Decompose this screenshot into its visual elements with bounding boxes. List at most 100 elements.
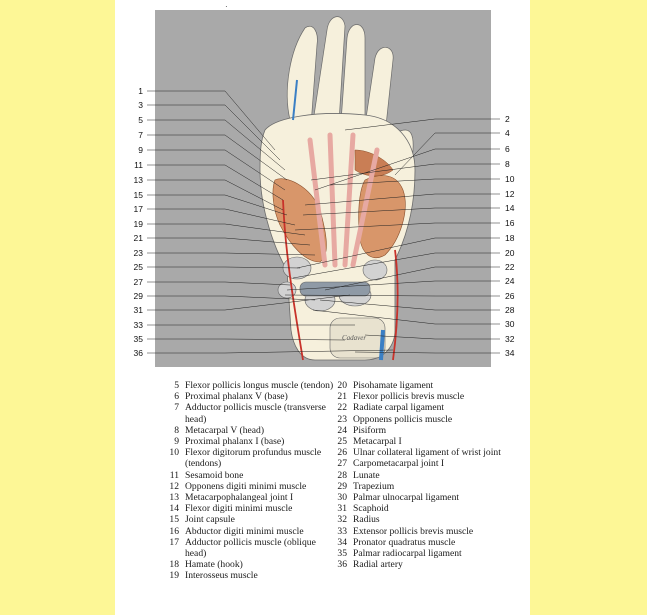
label-6: 6 (505, 144, 510, 154)
label-12: 12 (505, 189, 515, 199)
legend-number: 9 (174, 436, 179, 448)
label-24: 24 (505, 276, 515, 286)
label-20: 20 (505, 248, 515, 258)
label-8: 8 (505, 159, 510, 169)
legend-text: Palmar ulnocarpal ligament (353, 492, 460, 504)
label-13: 13 (134, 175, 144, 185)
legend-number: 20 (337, 380, 347, 391)
top-mark: · (225, 2, 228, 11)
label-11: 11 (134, 160, 143, 170)
hand-anatomy-figure: · (134, 2, 515, 367)
label-36: 36 (134, 348, 144, 358)
legend-text: Metacarpal V (head) (185, 424, 265, 436)
legend-text: Pisiform (353, 424, 387, 436)
legend-number: 33 (337, 525, 347, 537)
legend-text: Metacarpophalangeal joint I (185, 492, 294, 504)
legend-number: 16 (169, 525, 179, 537)
legend-number: 10 (169, 447, 179, 459)
index-finger (364, 47, 394, 136)
tendon-1 (307, 137, 328, 268)
label-27: 27 (134, 277, 144, 287)
label-3: 3 (138, 100, 143, 110)
legend-entry: 16 Abductor digiti minimi muscle (155, 526, 335, 537)
label-32: 32 (505, 334, 515, 344)
legend-text: Flexor pollicis brevis muscle (353, 391, 465, 403)
page: · (115, 0, 530, 615)
legend-number: 27 (337, 458, 347, 470)
legend-number: 25 (337, 436, 347, 448)
legend-text: Hamate (hook) (185, 559, 243, 571)
wrist-inscription: Cadaver (342, 334, 366, 342)
legend-text: Opponens digiti minimi muscle (185, 480, 307, 492)
legend-text: Pisohamate ligament (353, 380, 434, 391)
legend-text: Pronator quadratus muscle (353, 536, 456, 548)
label-7: 7 (138, 130, 143, 140)
legend-number: 30 (337, 492, 347, 504)
legend-entry: 24 Pisiform (323, 425, 523, 436)
legend-number: 22 (337, 402, 347, 414)
label-31: 31 (134, 305, 144, 315)
label-34: 34 (505, 348, 515, 358)
label-19: 19 (134, 219, 144, 229)
legend-text: Adductor pollicis muscle (oblique head) (185, 536, 316, 560)
legend-number: 26 (337, 447, 347, 459)
legend-number: 11 (169, 469, 179, 481)
legend-text: Abductor digiti minimi muscle (185, 525, 304, 537)
legend-entry: 33 Extensor pollicis brevis muscle (323, 526, 523, 537)
left-labels: 1 3 5 7 9 11 13 15 17 19 21 23 25 27 29 … (134, 86, 144, 358)
label-1: 1 (138, 86, 143, 96)
legend-text: Adductor pollicis muscle (transverse hea… (185, 402, 326, 425)
legend-number: 34 (337, 536, 347, 548)
radial-artery (392, 249, 399, 361)
flexor-tendons (307, 132, 380, 268)
tendon-3 (342, 132, 356, 268)
tendon-4 (350, 147, 380, 268)
legend-text: Proximal phalanx V (base) (185, 391, 288, 403)
label-25: 25 (134, 262, 144, 272)
label-21: 21 (134, 233, 144, 243)
legend-text: Radiate carpal ligament (353, 402, 445, 414)
legend-text: Opponens pollicis muscle (353, 413, 453, 425)
legend-text: Lunate (353, 469, 380, 481)
label-4: 4 (505, 128, 510, 138)
legend-number: 19 (169, 570, 179, 582)
legend-number: 28 (337, 469, 347, 481)
legend-text: Flexor digiti minimi muscle (185, 503, 293, 515)
label-33: 33 (134, 320, 144, 330)
thenar-muscles (358, 175, 406, 259)
legend-text: Flexor pollicis longus muscle (tendon) (185, 380, 334, 391)
legend-number: 29 (337, 480, 347, 492)
legend-text: Joint capsule (185, 514, 235, 526)
label-18: 18 (505, 233, 515, 243)
legend-text: Palmar radiocarpal ligament (353, 548, 462, 560)
label-28: 28 (505, 305, 515, 315)
legend-entry: 7 Adductor pollicis muscle (transverse he… (155, 402, 335, 424)
label-22: 22 (505, 262, 515, 272)
label-9: 9 (138, 145, 143, 155)
legend-text: Extensor pollicis brevis muscle (353, 525, 474, 537)
legend-text: Trapezium (353, 480, 395, 492)
legend-number: 7 (174, 402, 179, 414)
radius (329, 317, 386, 359)
legend-number: 24 (337, 424, 347, 436)
label-15: 15 (134, 190, 144, 200)
left-leader-lines (147, 90, 394, 354)
